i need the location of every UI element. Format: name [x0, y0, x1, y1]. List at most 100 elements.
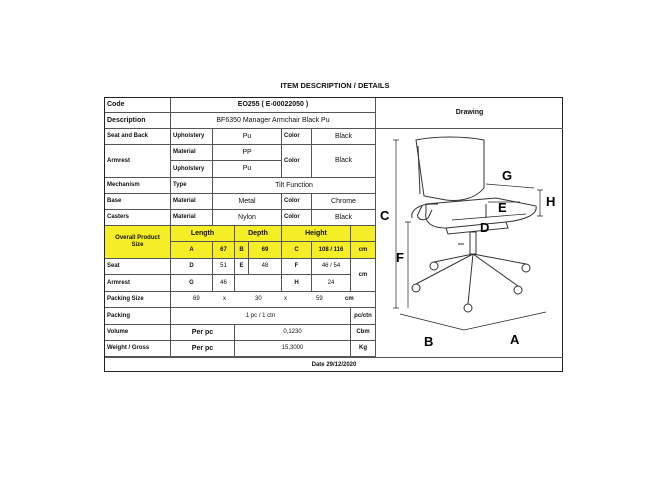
dim-f-letter: F — [282, 259, 312, 275]
packing-unit: pc/ctn — [351, 308, 376, 325]
packing-size-depth: 30 — [255, 296, 262, 303]
casters-color-label: Color — [282, 210, 312, 226]
seat-edge — [445, 221, 509, 235]
casters-label: Casters — [105, 210, 171, 226]
dim-e-letter: E — [235, 259, 249, 275]
base-color-value: Chrome — [312, 194, 376, 210]
base-label: Base — [105, 194, 171, 210]
dim-g-line — [485, 183, 535, 189]
volume-unit: Cbm — [351, 325, 376, 341]
volume-value: 0,1230 — [235, 325, 351, 341]
armrest-upholstery-value: Pu — [213, 161, 282, 178]
backrest-shape — [415, 136, 485, 201]
dim-h-line — [537, 189, 543, 217]
dim-ab-line — [399, 311, 547, 331]
armrest-material-label: Material — [171, 145, 213, 161]
mechanism-type-label: Type — [171, 178, 213, 194]
description-value: BF6350 Manager Armchair Black Pu — [171, 113, 376, 129]
armrest-upholstery-label: Upholstery — [171, 161, 213, 178]
packing-size-x1: x — [223, 296, 226, 303]
caster-3 — [463, 303, 473, 313]
dim-d-line — [451, 213, 527, 221]
dim-d-letter: D — [171, 259, 213, 275]
length-header: Length — [171, 226, 235, 242]
packing-size-label: Packing Size — [105, 292, 171, 308]
caster-2 — [513, 285, 523, 295]
overall-spacer — [351, 226, 376, 242]
dim-d-value: 51 — [213, 259, 235, 275]
weight-per: Per pc — [171, 341, 235, 357]
depth-header: Depth — [235, 226, 282, 242]
base-material-label: Material — [171, 194, 213, 210]
drawing-label-g: G — [502, 168, 512, 183]
volume-per: Per pc — [171, 325, 235, 341]
base-color-label: Color — [282, 194, 312, 210]
code-value: EO255 ( E-00022050 ) — [171, 98, 376, 113]
packing-size-x2: x — [284, 296, 287, 303]
mechanism-label: Mechanism — [105, 178, 171, 194]
seat-armrest-unit: cm — [351, 259, 376, 292]
description-label: Description — [105, 113, 171, 129]
casters-color-value: Black — [312, 210, 376, 226]
base-material-value: Metal — [213, 194, 282, 210]
height-header: Height — [282, 226, 351, 242]
gas-lift — [469, 231, 477, 255]
chair-drawing: C F B A G H E D — [380, 136, 555, 349]
caster-1 — [411, 283, 421, 293]
spec-sheet: Code EO255 ( E-00022050 ) Drawing Descri… — [104, 97, 563, 372]
seat-back-color-label: Color — [282, 129, 312, 145]
armrest-color-label: Color — [282, 145, 312, 178]
weight-unit: Kg — [351, 341, 376, 357]
armrest-material-value: PP — [213, 145, 282, 161]
weight-value: 15,3000 — [235, 341, 351, 357]
drawing-label-d: D — [480, 220, 489, 235]
armrest-pad — [411, 203, 438, 219]
armrest-dims-blank — [235, 275, 282, 292]
packing-size-height: 59 — [316, 296, 323, 303]
dim-b-value: 69 — [249, 242, 282, 259]
seat-back-label: Seat and Back — [105, 129, 171, 145]
drawing-label-e: E — [498, 200, 507, 215]
dim-h-value: 24 — [312, 275, 351, 292]
drawing-label-a: A — [510, 332, 520, 347]
caster-4 — [521, 263, 531, 273]
dim-c-line — [393, 139, 399, 309]
code-label: Code — [105, 98, 171, 113]
armrest-color-value: Black — [312, 145, 376, 178]
dim-f-line — [405, 221, 411, 308]
dim-g-letter: G — [171, 275, 213, 292]
date: Date 29/12/2020 — [105, 357, 563, 372]
overall-unit: cm — [351, 242, 376, 259]
drawing-label-h: H — [546, 194, 555, 209]
dim-c-value: 108 / 116 — [312, 242, 351, 259]
drawing-header: Drawing — [376, 98, 563, 129]
seat-dims-label: Seat — [105, 259, 171, 275]
packing-label: Packing — [105, 308, 171, 325]
armrest-dims-label: Armrest — [105, 275, 171, 292]
weight-label: Weight / Gross — [105, 341, 171, 357]
armrest-shape — [417, 205, 433, 221]
packing-size-unit: cm — [345, 296, 354, 303]
dim-g-value: 46 — [213, 275, 235, 292]
seat-back-upholstery-label: Upholstery — [171, 129, 213, 145]
packing-size-length: 69 — [193, 296, 200, 303]
drawing-label-c: C — [380, 208, 390, 223]
dim-a-value: 67 — [213, 242, 235, 259]
caster-5 — [429, 261, 439, 271]
overall-size-label: Overall Product Size — [105, 226, 171, 259]
drawing-label-f: F — [396, 250, 404, 265]
dim-c-letter: C — [282, 242, 312, 259]
dim-b-letter: B — [235, 242, 249, 259]
dim-h-letter: H — [282, 275, 312, 292]
star-base — [415, 253, 527, 305]
dim-f-value: 46 / 54 — [312, 259, 351, 275]
drawing-label-b: B — [424, 334, 433, 349]
mechanism-value: Tilt Function — [213, 178, 376, 194]
casters-material-value: Nylon — [213, 210, 282, 226]
packing-value: 1 pc / 1 ctn — [171, 308, 351, 325]
seat-back-upholstery-value: Pu — [213, 129, 282, 145]
seat-back-color-value: Black — [312, 129, 376, 145]
casters-material-label: Material — [171, 210, 213, 226]
volume-label: Volume — [105, 325, 171, 341]
dim-a-letter: A — [171, 242, 213, 259]
